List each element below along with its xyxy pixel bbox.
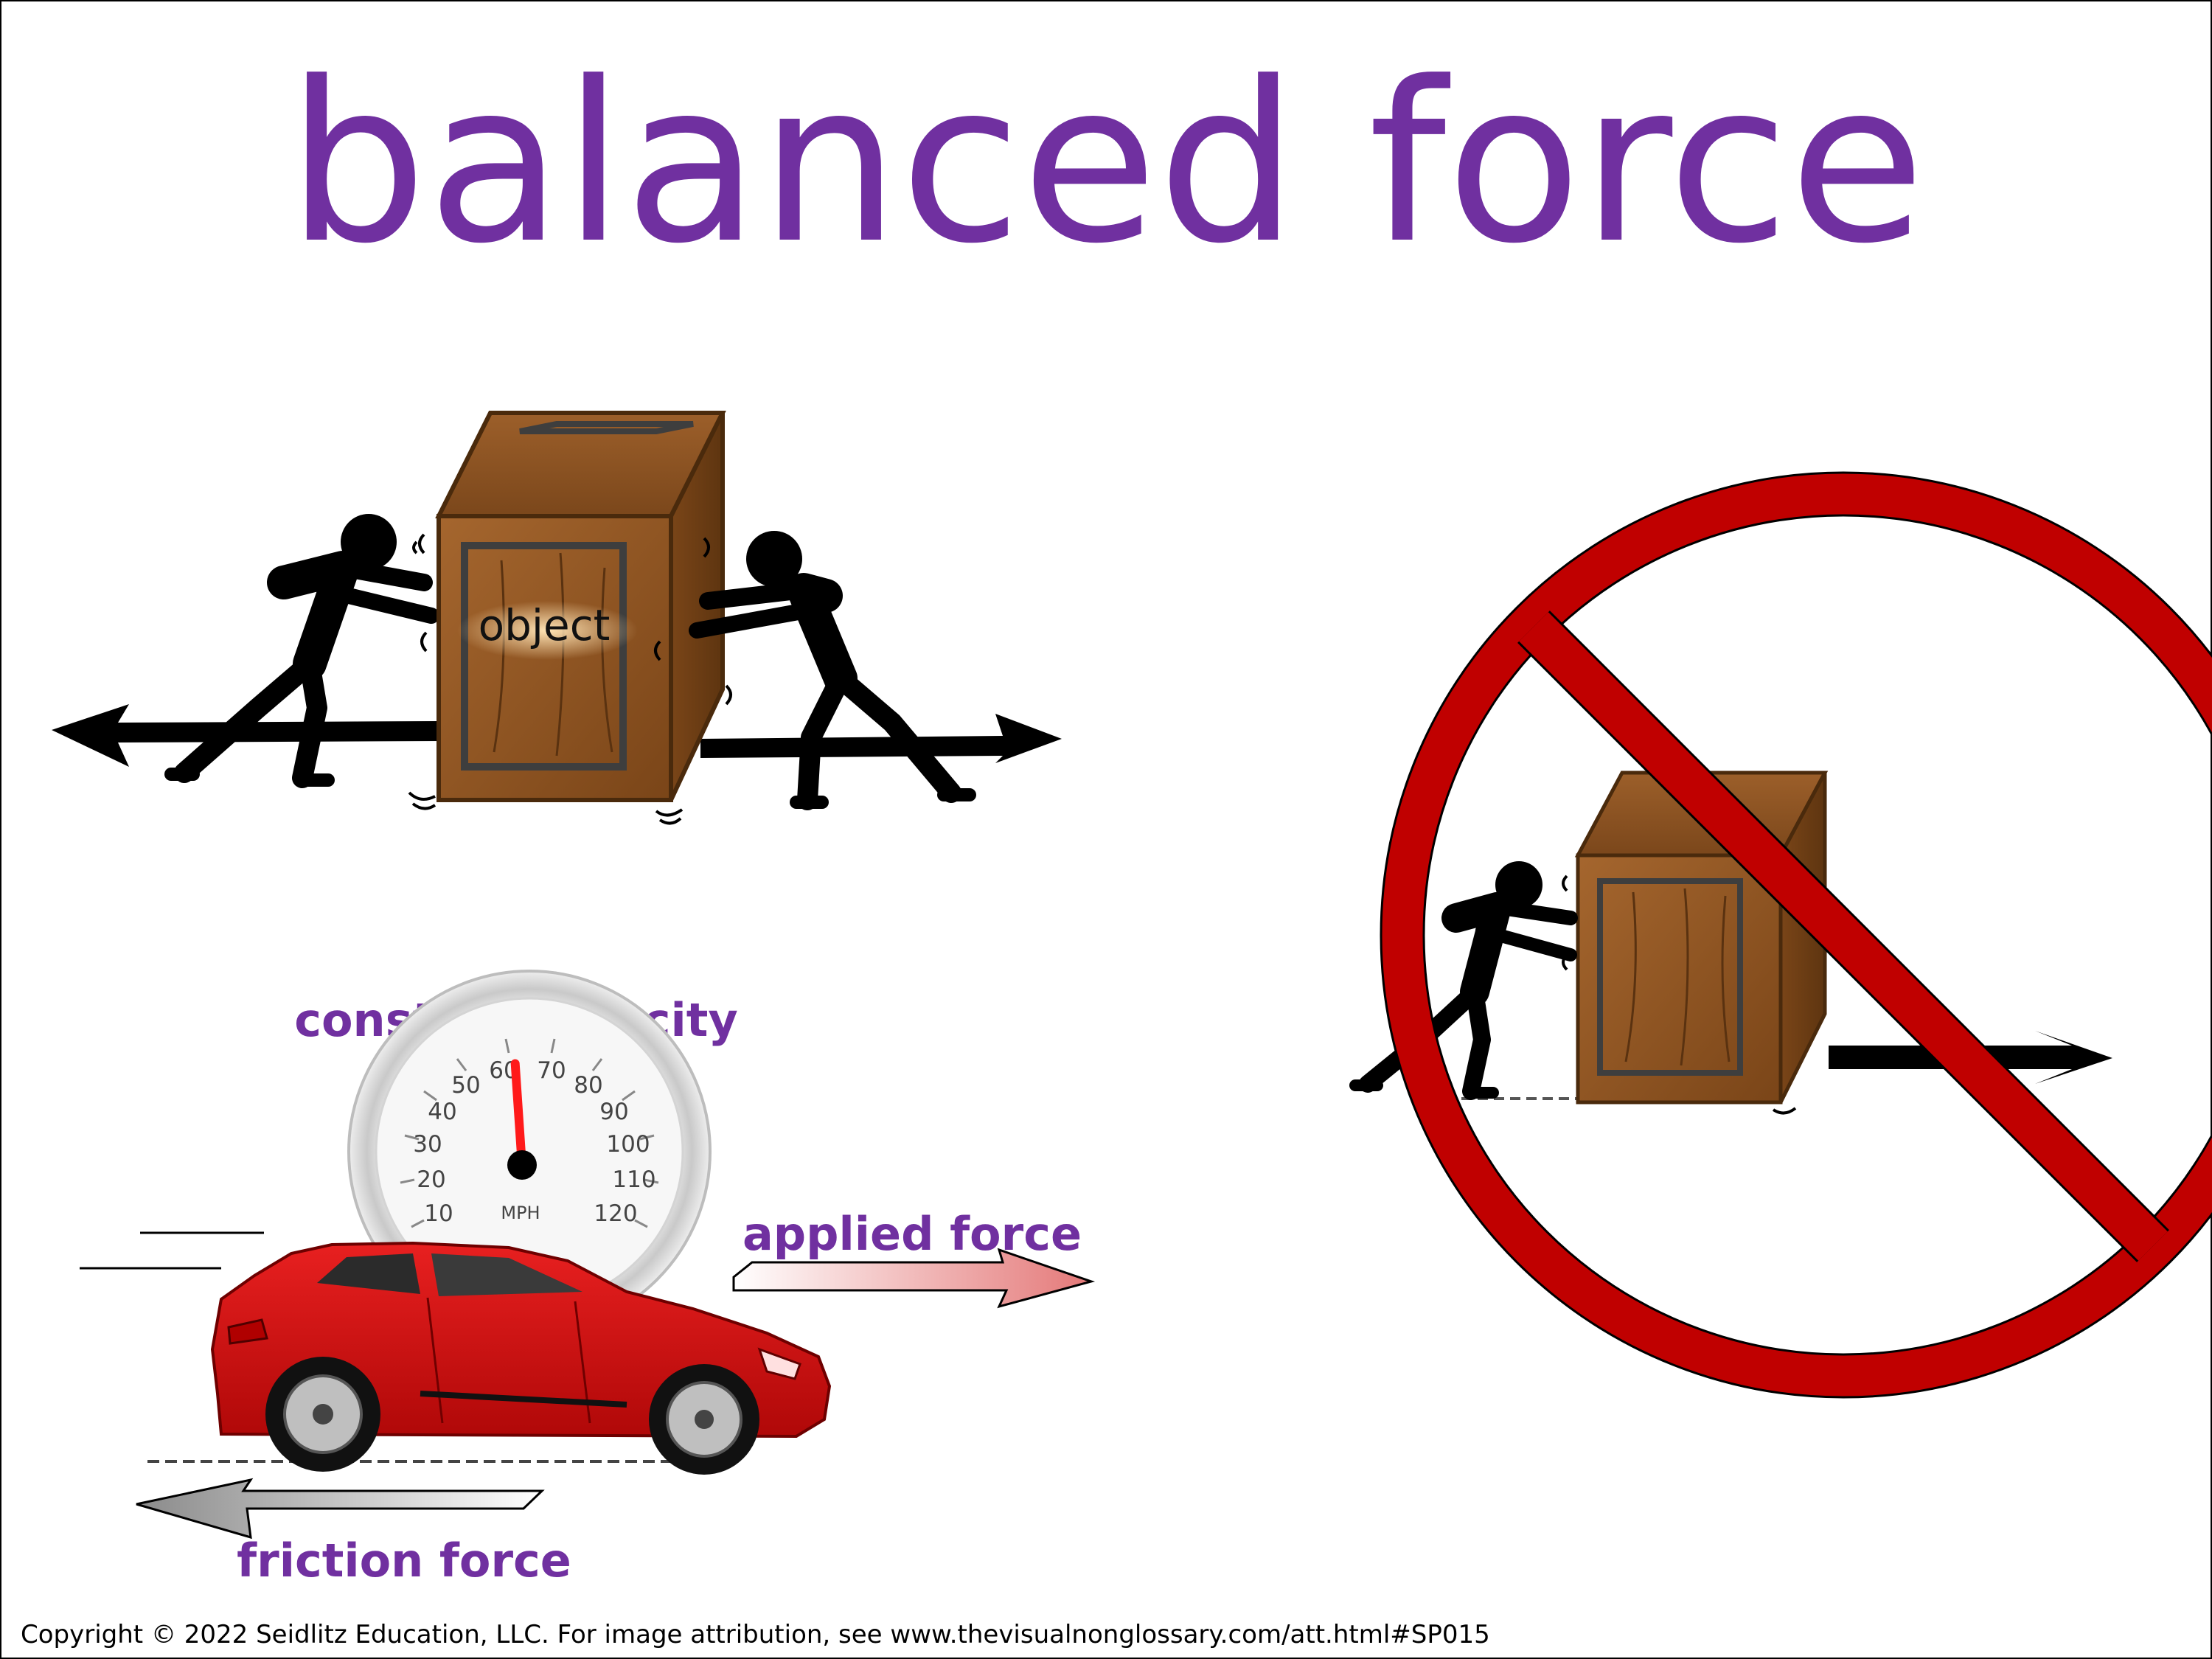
- prohibition-icon: [1380, 471, 2212, 1399]
- gauge-unit: MPH: [501, 1203, 540, 1223]
- motion-marks: [408, 533, 732, 825]
- right-force-arrow: [700, 714, 1062, 763]
- gauge-tick-10: 10: [424, 1200, 453, 1227]
- small-motion-marks: [1562, 874, 1797, 1115]
- friction-force-arrow: [136, 1478, 545, 1540]
- left-force-arrow: [52, 704, 442, 767]
- speedometer-icon: 10 20 30 40 50 60 70 80 90 100 110 120 M…: [347, 970, 712, 1334]
- gauge-tick-80: 80: [574, 1072, 602, 1099]
- gauge-tick-30: 30: [413, 1131, 442, 1158]
- applied-force-label: applied force: [742, 1207, 1082, 1261]
- gauge-tick-70: 70: [537, 1057, 566, 1084]
- left-pushing-person-icon: [164, 514, 439, 788]
- gauge-tick-100: 100: [606, 1131, 650, 1158]
- car-icon: [210, 1241, 832, 1475]
- page-title: balanced force: [287, 35, 1925, 292]
- right-pushing-person-icon: [689, 531, 976, 810]
- copyright-footer: Copyright © 2022 Seidlitz Education, LLC…: [21, 1620, 1490, 1649]
- speedometer-needle: [510, 1059, 526, 1169]
- gauge-tick-110: 110: [612, 1166, 655, 1193]
- friction-force-label: friction force: [237, 1534, 571, 1587]
- unbalanced-push-scene: [1349, 471, 2212, 1399]
- gauge-tick-20: 20: [417, 1166, 445, 1193]
- balanced-push-scene: object: [52, 411, 1062, 825]
- gauge-tick-50: 50: [451, 1072, 480, 1099]
- object-label: object: [479, 600, 611, 650]
- car-scene: constant velocity 10 20 30 40: [80, 970, 1096, 1587]
- gauge-tick-40: 40: [428, 1099, 456, 1125]
- gauge-tick-120: 120: [594, 1200, 637, 1227]
- applied-force-arrow: [732, 1248, 1096, 1309]
- gauge-tick-90: 90: [599, 1099, 628, 1125]
- object-label-glow: [457, 601, 638, 660]
